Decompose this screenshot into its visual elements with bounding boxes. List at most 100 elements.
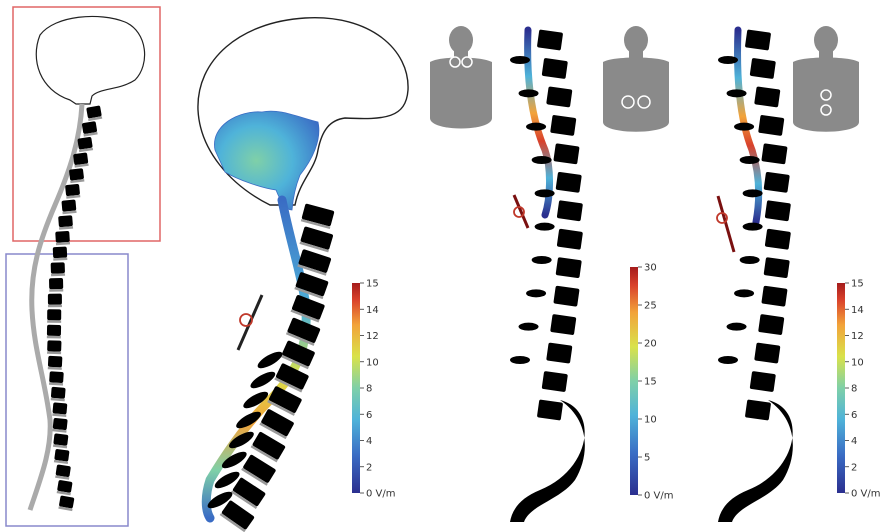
vertebra xyxy=(553,143,579,164)
vertebra xyxy=(58,215,73,227)
colorbar-tick-label: 12 xyxy=(851,331,864,342)
spinous-process xyxy=(532,256,552,264)
vertebra xyxy=(758,314,784,335)
vertebra xyxy=(69,168,84,181)
torso-coil-lumbar-icon xyxy=(603,26,669,132)
spinous-process xyxy=(727,323,747,331)
colorbar-tick-label: 30 xyxy=(644,263,657,274)
colorbar-tick-label: 14 xyxy=(851,305,864,316)
vertebra xyxy=(65,184,80,196)
vertebra xyxy=(61,199,76,211)
brain-field-panel: 1514121086420 V/m xyxy=(198,18,408,532)
cervical-vertebrae xyxy=(205,203,334,532)
vertebra xyxy=(550,115,576,136)
spinous-process xyxy=(248,369,277,392)
brain-outline-icon xyxy=(36,16,144,104)
colorbar-3: 1514121086420 V/m xyxy=(837,279,881,500)
vertebra xyxy=(550,314,576,335)
vertebra xyxy=(47,309,61,320)
spinous-process xyxy=(740,256,760,264)
vertebra xyxy=(53,247,68,259)
vertebra xyxy=(758,115,784,136)
vertebra xyxy=(557,200,583,221)
colorbar-tick-label: 25 xyxy=(644,301,657,312)
vertebra xyxy=(553,286,579,307)
spinous-process xyxy=(718,356,738,364)
lumbar-field-panel: 302520151050 V/m xyxy=(430,26,674,522)
colorbar-tick-label: 4 xyxy=(366,436,372,447)
vertebra xyxy=(556,257,582,278)
vertebra xyxy=(51,262,65,273)
spinous-process xyxy=(743,223,763,231)
brain-outline-large xyxy=(198,18,408,205)
vertebra xyxy=(73,152,88,165)
vertebra xyxy=(77,137,92,150)
vertebra xyxy=(47,325,61,336)
colorbar-tick-label: 6 xyxy=(366,410,372,421)
colorbar-tick-label: 0 V/m xyxy=(851,489,881,500)
vertebra xyxy=(765,229,791,250)
colorbar-tick-label: 14 xyxy=(366,305,379,316)
intervertebral-disc xyxy=(48,305,62,308)
vertebra xyxy=(546,86,572,107)
vertebra xyxy=(556,172,582,193)
colorbar-tick-label: 10 xyxy=(644,415,657,426)
vertebra xyxy=(750,58,776,79)
vertebra xyxy=(745,29,771,50)
colorbar-tick-label: 10 xyxy=(851,357,864,368)
colorbar-tick-label: 20 xyxy=(644,339,657,350)
vertebra xyxy=(546,342,572,363)
spinous-process xyxy=(743,189,763,197)
intervertebral-disc xyxy=(47,336,61,339)
colorbar-tick-label: 6 xyxy=(851,410,857,421)
vertebra xyxy=(55,231,70,243)
spinous-process xyxy=(526,123,546,131)
vertebra xyxy=(53,418,68,430)
torso-coil-neck-icon xyxy=(430,26,492,129)
spinous-process xyxy=(526,289,546,297)
intervertebral-disc xyxy=(47,320,61,323)
torso-coil-thoracic-icon xyxy=(793,26,859,132)
stimulation-coil-icon-2 xyxy=(514,195,528,228)
colorbar-tick-label: 8 xyxy=(851,384,857,395)
spinous-process xyxy=(532,156,552,164)
vertebra xyxy=(49,371,64,383)
colorbar-tick-label: 12 xyxy=(366,331,379,342)
vertebra xyxy=(745,399,771,420)
vertebra xyxy=(55,464,70,477)
vertebra xyxy=(54,449,69,462)
vertebra xyxy=(301,203,334,226)
spinous-process xyxy=(727,89,747,97)
vertebra xyxy=(542,371,568,392)
colorbar-tick-label: 5 xyxy=(644,453,650,464)
vertebra xyxy=(537,399,563,420)
spinous-process xyxy=(734,289,754,297)
stimulation-coil-icon xyxy=(238,295,262,350)
colorbar-tick-label: 15 xyxy=(366,279,379,290)
intervertebral-disc xyxy=(47,351,61,354)
vertebra xyxy=(761,286,787,307)
vertebra xyxy=(47,340,61,351)
cord-field-map-2 xyxy=(528,30,550,215)
spinous-process xyxy=(510,56,530,64)
lumbar-vertebrae xyxy=(510,29,585,522)
vertebra xyxy=(764,257,790,278)
vertebra xyxy=(48,294,62,305)
spinous-process xyxy=(718,56,738,64)
spinous-process xyxy=(519,323,539,331)
spinous-process xyxy=(510,356,530,364)
overview-panel xyxy=(6,7,160,526)
spinous-process xyxy=(535,223,555,231)
spinous-process xyxy=(519,89,539,97)
stimulation-coil-icon-3 xyxy=(717,196,734,252)
colorbar-tick-label: 2 xyxy=(851,462,857,473)
vertebra xyxy=(754,86,780,107)
vertebra xyxy=(82,121,98,134)
intervertebral-disc xyxy=(49,289,63,292)
colorbar-tick-label: 10 xyxy=(366,357,379,368)
vertebra xyxy=(761,143,787,164)
vertebra xyxy=(764,172,790,193)
